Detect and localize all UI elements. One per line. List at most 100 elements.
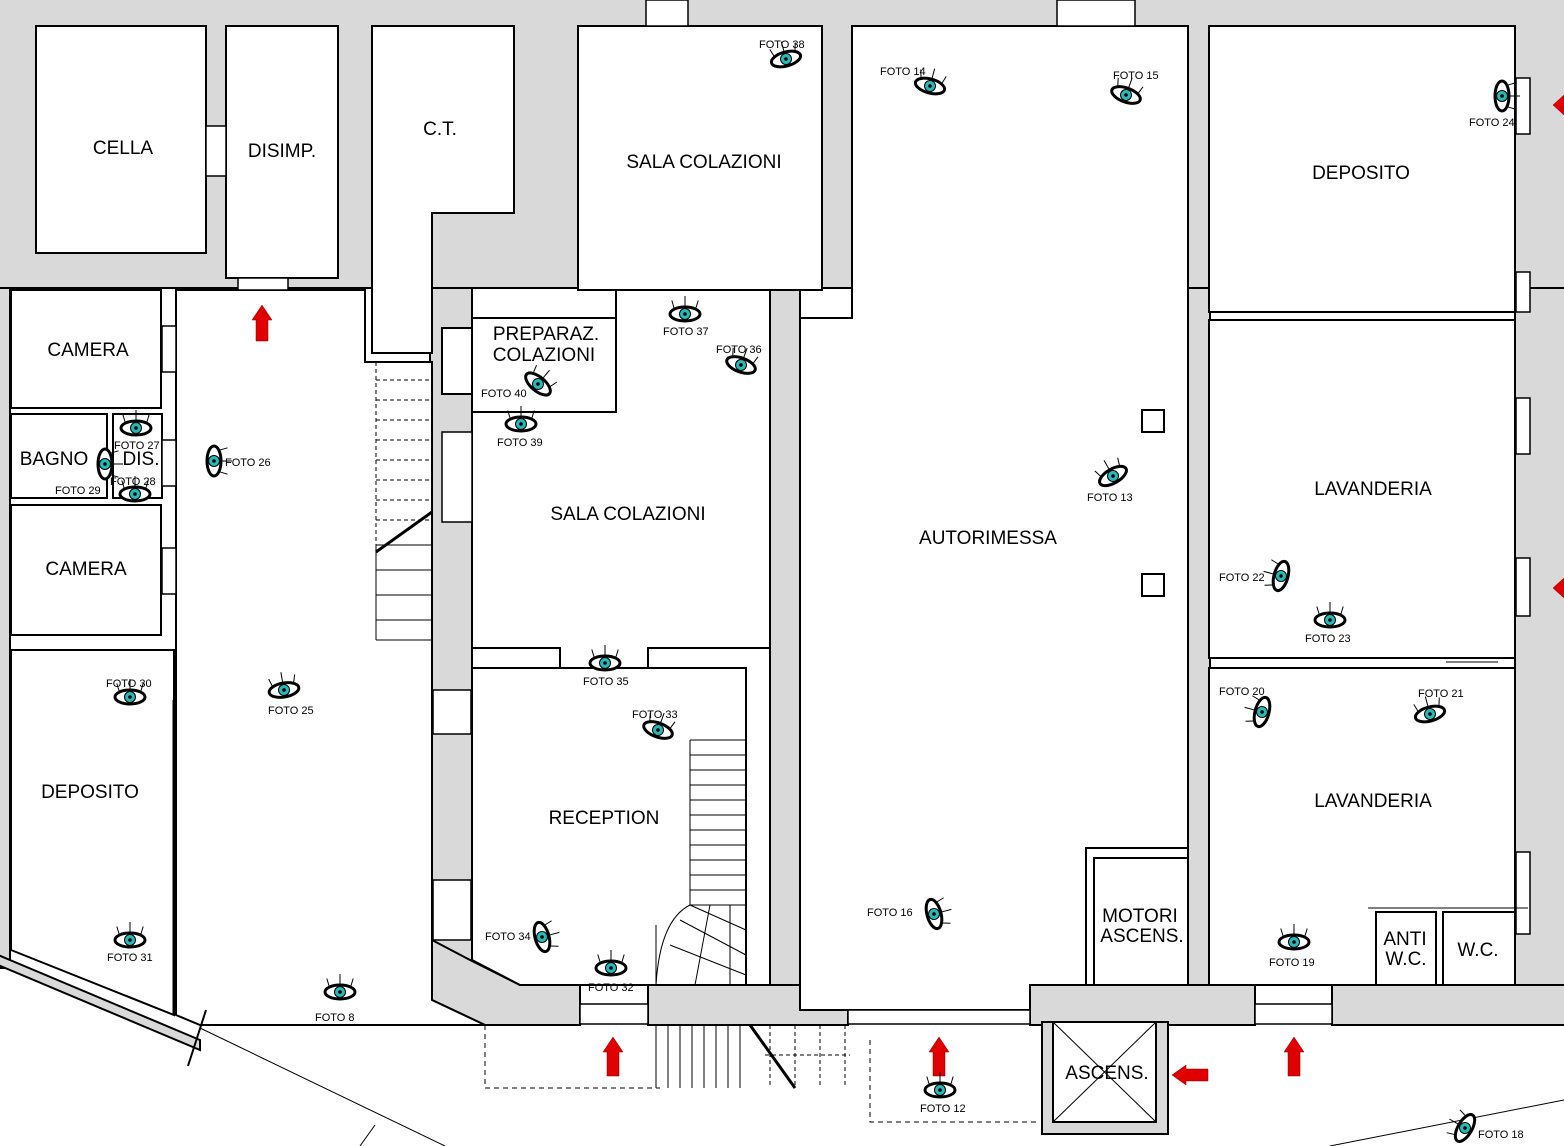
room-camera-bottom [10,504,162,636]
room-corridor [175,289,486,1026]
room-label-reception: RECEPTION [549,808,660,829]
camera-marker-20 [1244,695,1272,729]
foto-label-32: FOTO 32 [588,982,634,994]
foto-label-34: FOTO 34 [485,931,531,943]
foto-label-28: FOTO 28 [110,476,156,488]
wall-autorimessa-east [1187,287,1211,1024]
stairs-reception [655,739,747,986]
room-label-preparaz-1: PREPARAZ. [493,324,599,345]
room-label-bagno: BAGNO [20,449,89,470]
door-disimp [237,277,289,291]
camera-marker-35 [588,645,622,672]
camera-marker-8 [323,974,357,1001]
camera-marker-28 [118,476,152,503]
room-label-lavanderia-bottom: LAVANDERIA [1314,791,1432,812]
pillar-2 [1141,573,1165,597]
room-label-ascens: ASCENS. [1065,1063,1148,1084]
foto-label-37: FOTO 37 [663,326,709,338]
window-reception-2 [432,879,472,941]
arrow-up-garage [928,1036,950,1077]
room-label-lavanderia-top: LAVANDERIA [1314,479,1432,500]
camera-marker-13 [1094,457,1128,488]
foto-label-8: FOTO 8 [315,1012,355,1024]
room-label-deposito-left: DEPOSITO [41,782,139,803]
room-label-disimp: DISIMP. [248,141,316,162]
camera-marker-27 [119,410,153,437]
ground-line-3 [1329,1099,1564,1146]
room-ct [371,25,515,354]
ground-line-2 [359,1124,376,1146]
camera-marker-33 [642,712,676,740]
room-lavanderia-top [1208,319,1516,659]
ground-line-1 [199,1027,446,1146]
camera-marker-26 [205,444,232,478]
arrow-up-reception [602,1036,624,1077]
room-label-camera-bottom: CAMERA [45,559,127,580]
wall-autorimessa-west [769,287,801,1024]
entrance-reception [579,1003,649,1025]
foto-label-39: FOTO 39 [497,437,543,449]
foto-label-20: FOTO 20 [1219,686,1265,698]
foto-label-15: FOTO 15 [1113,70,1159,82]
foto-label-36: FOTO 36 [716,344,762,356]
details [161,0,1564,1146]
foto-label-23: FOTO 23 [1305,633,1351,645]
entrance-lavanderia [1254,1003,1333,1025]
camera-marker-36 [725,347,759,375]
room-wc [1442,911,1516,986]
door-sala-mid [441,431,473,523]
room-camera-top [10,289,162,409]
room-preparaz-niche [441,327,473,395]
foto-label-40: FOTO 40 [481,388,527,400]
room-label-ct: C.T. [423,119,457,140]
foto-labels: FOTO 8 FOTO 12 FOTO 13 FOTO 14 FOTO 15 F… [55,39,1524,1141]
arrow-right-edge-1 [1552,94,1564,116]
room-label-wc: W.C. [1457,940,1498,961]
camera-marker-34 [532,920,560,954]
window-right-2 [1515,271,1531,313]
room-label-deposito-right: DEPOSITO [1312,163,1410,184]
ground-dash-1 [484,1025,660,1089]
room-label-autorimessa: AUTORIMESSA [919,528,1057,549]
window-right-4 [1515,557,1531,617]
room-reception [471,667,747,986]
wall-bottom-right [1331,984,1564,1026]
foto-label-29: FOTO 29 [55,485,101,497]
camera-marker-21 [1413,696,1447,724]
camera-marker-40 [524,364,558,397]
foto-label-14: FOTO 14 [880,66,926,78]
foto-label-38: FOTO 38 [759,39,805,51]
foto-label-21: FOTO 21 [1418,688,1464,700]
wall-left-edge [0,287,11,969]
pillar-1 [1141,409,1165,433]
camera-marker-14 [913,68,947,96]
room-label-motori-2: ASCENS. [1100,926,1183,947]
window-right-5 [1515,851,1531,935]
arrow-right-edge-2 [1552,577,1564,599]
foto-label-30: FOTO 30 [106,678,152,690]
arrow-up-disimp [251,304,273,342]
camera-marker-38 [769,41,803,69]
room-labels: CELLA DISIMP. C.T. SALA COLAZIONI DEPOSI… [20,119,1499,1084]
window-top-sala [645,0,689,27]
arrow-up-lavanderia [1283,1036,1305,1077]
foto-label-12: FOTO 12 [920,1103,966,1115]
boundary-mark [187,1009,207,1067]
entrance-garage [847,1009,1031,1025]
camera-marker-16 [924,897,952,931]
room-label-cella: CELLA [93,138,154,159]
room-label-motori-1: MOTORI [1102,906,1178,927]
room-motori [1093,857,1189,986]
foto-label-35: FOTO 35 [583,676,629,688]
room-label-sala-colazioni-top: SALA COLAZIONI [626,152,781,173]
door-cella [205,125,227,177]
room-label-anti-2: W.C. [1385,949,1426,970]
camera-marker-12 [923,1072,957,1099]
stairs-outside [655,1024,797,1089]
ground-dash-2 [869,1040,1040,1123]
foto-label-13: FOTO 13 [1087,492,1133,504]
foto-label-25: FOTO 25 [268,705,314,717]
window-top-garage [1056,0,1136,27]
room-anti-wc [1375,911,1437,986]
camera-marker-32 [594,950,628,977]
